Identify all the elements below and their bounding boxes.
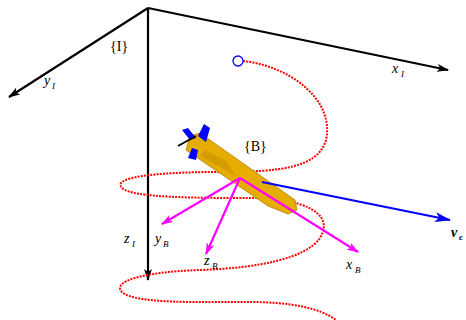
axis-subscript: ϵ: [459, 233, 463, 242]
axis-subscript: B: [163, 240, 169, 249]
frame-label: {I}: [110, 40, 128, 54]
axis-letter: x: [346, 258, 352, 272]
x-axis-inertial: [148, 8, 448, 70]
axis-letter: y: [44, 74, 50, 88]
axis-subscript: B: [355, 266, 361, 275]
axis-subscript: B: [212, 262, 218, 271]
velocity-vector: [262, 182, 450, 220]
airplane: [178, 124, 297, 214]
frame-label: {B}: [244, 140, 267, 154]
axis-subscript: I: [132, 240, 135, 249]
z-axis-body: [206, 178, 240, 254]
axis-letter: z: [124, 232, 129, 246]
y-axis-inertial: [9, 8, 148, 97]
axis-subscript: I: [401, 70, 404, 79]
axis-letter: x: [392, 62, 398, 76]
axis-letter: v: [451, 226, 457, 240]
axis-subscript: I: [52, 82, 55, 91]
z-axis-inertial: [147, 8, 149, 280]
y-axis-body: [162, 178, 240, 224]
axis-letter: z: [204, 254, 209, 268]
start-point: [233, 56, 243, 66]
axis-letter: y: [155, 232, 161, 246]
